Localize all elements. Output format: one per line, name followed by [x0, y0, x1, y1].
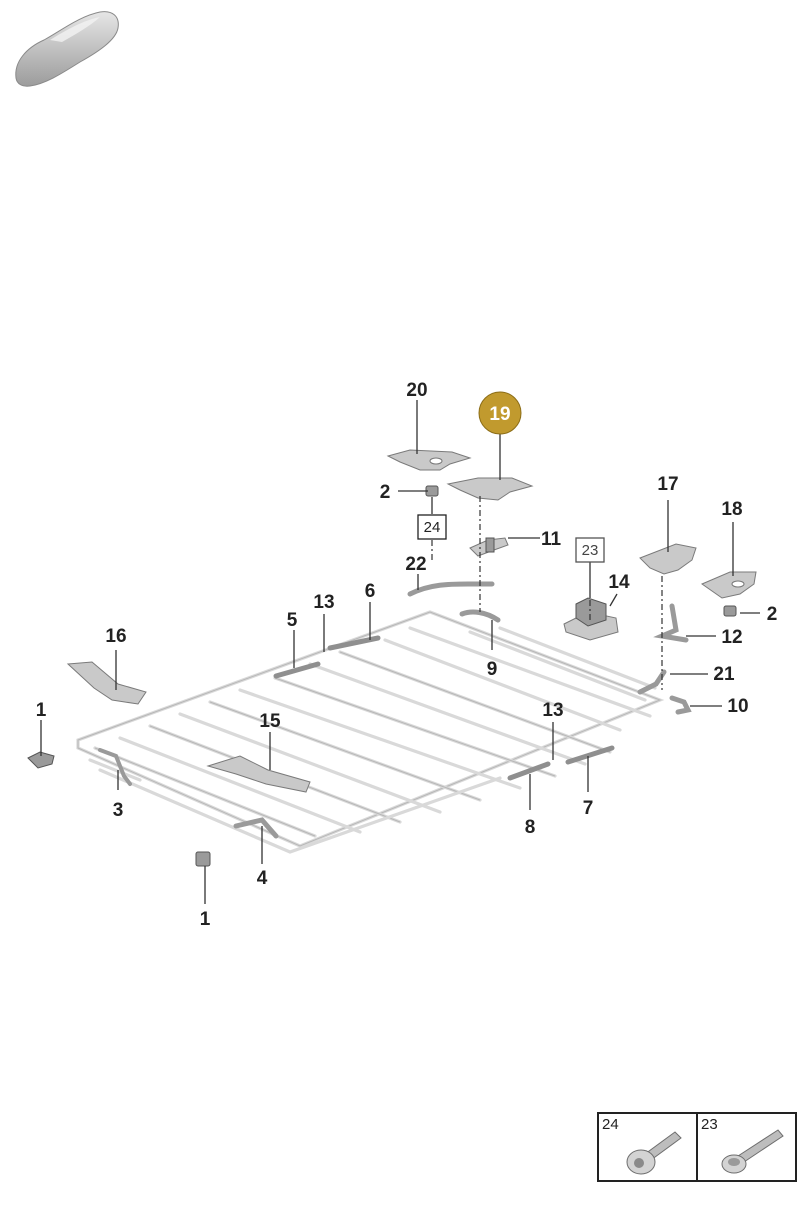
box-23 [575, 537, 605, 563]
callout-10: 10 [727, 696, 748, 717]
legend-label-23: 23 [701, 1116, 718, 1133]
part-11-bracket [469, 537, 509, 557]
callout-21: 21 [713, 664, 735, 685]
callout-19: 19 [489, 404, 510, 425]
callout-4: 4 [257, 868, 268, 889]
part-4-fitting [233, 817, 279, 839]
part-2-clip-right [723, 605, 737, 617]
legend-label-24: 24 [602, 1116, 619, 1133]
car-thumbnail-icon [15, 11, 119, 87]
part-19-bracket [446, 477, 534, 501]
callout-13-lower: 13 [542, 700, 563, 721]
callout-labels: 20 19 2 24 11 22 23 14 17 18 2 12 21 10 … [36, 380, 778, 930]
callout-22: 22 [405, 554, 426, 575]
callout-12: 12 [721, 627, 742, 648]
callout-13: 13 [313, 592, 334, 613]
part-9-hook [459, 609, 501, 623]
roof-frame-rails [76, 610, 665, 854]
part-21-tube [637, 669, 667, 695]
highlight-circle [478, 391, 522, 435]
part-16-bracket [66, 661, 147, 705]
callout-2: 2 [380, 482, 391, 503]
callout-2-right: 2 [767, 604, 778, 625]
callout-1: 1 [36, 700, 47, 721]
callout-16: 16 [105, 626, 126, 647]
callout-23-box: 23 [582, 542, 599, 559]
callout-9: 9 [487, 659, 498, 680]
part-8-tube [507, 761, 551, 781]
part-18-bracket [700, 571, 757, 599]
part-22-tube [407, 581, 495, 597]
leader-lines [40, 400, 760, 904]
legend-cell-23: 23 [696, 1114, 795, 1180]
part-12-hinge [653, 603, 689, 643]
flange-screw-icon [721, 1129, 784, 1174]
callout-20: 20 [406, 380, 427, 401]
callout-7: 7 [583, 798, 594, 819]
part-5-tube [273, 661, 321, 679]
part-15-bracket [206, 755, 311, 793]
part-3-hook [98, 748, 132, 786]
callout-6: 6 [365, 581, 376, 602]
callout-11: 11 [541, 529, 562, 550]
part-1-clip [27, 751, 55, 769]
callout-17: 17 [657, 474, 678, 495]
part-1-clip-lower [195, 851, 211, 867]
legend-cell-24: 24 [599, 1114, 696, 1180]
torx-bolt-icon [626, 1131, 682, 1175]
callout-15: 15 [259, 711, 281, 732]
callout-24-box: 24 [424, 519, 441, 536]
part-20-bracket [386, 449, 472, 471]
callout-14: 14 [608, 572, 630, 593]
callout-1-lower: 1 [200, 909, 211, 930]
box-24 [417, 514, 447, 540]
callout-5: 5 [287, 610, 298, 631]
callout-3: 3 [113, 800, 124, 821]
callout-18: 18 [721, 499, 742, 520]
part-10-hook [669, 695, 692, 715]
fastener-legend: 24 23 [597, 1112, 797, 1182]
callout-8: 8 [525, 817, 536, 838]
part-7-tube [565, 745, 615, 765]
part-14-mount [563, 597, 619, 641]
part-17-bracket [639, 543, 697, 575]
